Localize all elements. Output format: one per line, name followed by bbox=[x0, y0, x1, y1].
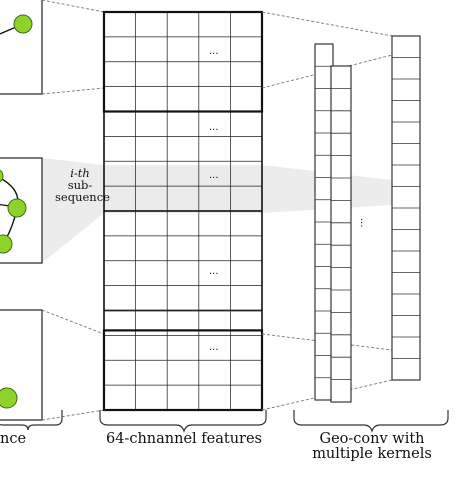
grid-ellipsis: ... bbox=[209, 266, 219, 277]
kernel-columns bbox=[314, 35, 421, 403]
brace-features bbox=[99, 410, 267, 433]
geoconv-caption-line-2: multiple kernels bbox=[312, 446, 432, 463]
kernel-ellipsis: ... bbox=[358, 218, 369, 228]
highlight-band-features bbox=[104, 165, 262, 213]
brace-sequence bbox=[0, 410, 63, 431]
node-circle bbox=[7, 198, 27, 218]
subsequence-label: i-th sub- sequence bbox=[55, 166, 110, 205]
node-circle bbox=[0, 234, 13, 254]
sequence-box-middle bbox=[0, 157, 43, 264]
node-circle bbox=[0, 169, 4, 183]
feature-grid bbox=[102, 10, 264, 412]
trajectory-line bbox=[0, 204, 11, 207]
subsequence-line-1: i-th bbox=[70, 166, 90, 180]
node-circle bbox=[0, 387, 18, 409]
sequence-caption: nce bbox=[0, 431, 27, 447]
geoconv-caption: Geo-conv with multiple kernels bbox=[296, 431, 448, 463]
subsequence-line-3: sequence bbox=[55, 190, 110, 205]
sequence-box-top bbox=[0, 0, 43, 95]
grid-ellipsis: ... bbox=[209, 170, 219, 181]
grid-ellipsis: ... bbox=[209, 46, 219, 57]
grid-ellipsis: ... bbox=[209, 122, 219, 133]
highlight-band-left bbox=[42, 158, 104, 263]
grid-group-top bbox=[102, 10, 264, 113]
brace-geoconv bbox=[293, 410, 449, 433]
grid-group-bottom bbox=[102, 329, 264, 412]
grid-ellipsis: ... bbox=[209, 342, 219, 353]
geoconv-caption-line-1: Geo-conv with bbox=[319, 431, 425, 447]
kernel-column bbox=[314, 43, 334, 401]
subsequence-line-2: sub- bbox=[67, 178, 93, 193]
kernel-column bbox=[330, 65, 352, 403]
dashed-connectors-left bbox=[41, 0, 105, 421]
features-caption: 64-chnannel features bbox=[105, 431, 262, 447]
sequence-box-bottom bbox=[0, 309, 43, 421]
node-circle bbox=[13, 14, 33, 34]
kernel-column bbox=[391, 35, 421, 381]
